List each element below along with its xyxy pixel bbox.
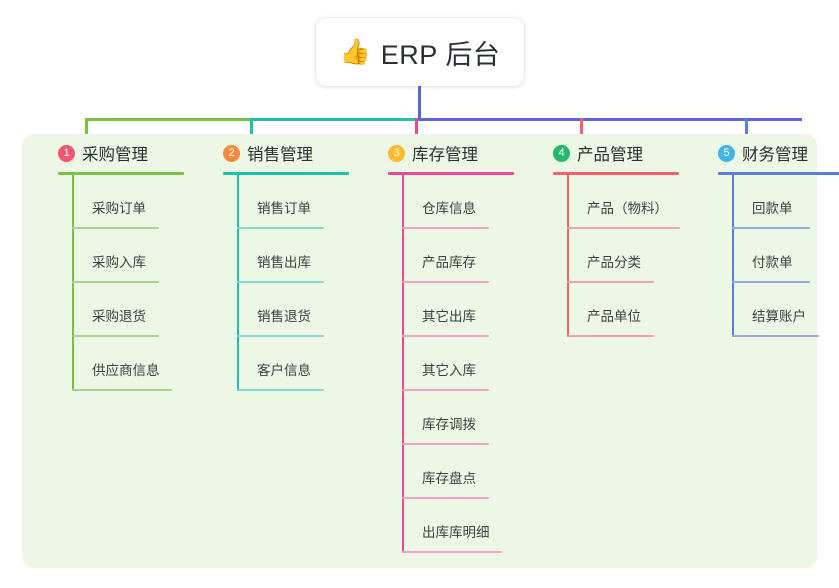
column-title-1: 采购管理	[82, 146, 148, 164]
list-item-label: 付款单	[752, 255, 793, 270]
list-item-label: 其它入库	[422, 363, 476, 378]
column-spine-3	[402, 175, 404, 553]
column-badge-5: 5	[718, 144, 735, 162]
list-item-label: 库存盘点	[422, 471, 476, 486]
column-badge-1: 1	[58, 144, 75, 162]
column-title-2: 销售管理	[247, 146, 313, 164]
list-item-label: 采购入库	[92, 255, 146, 270]
list-item-rule	[402, 497, 489, 499]
connector-drop-1	[85, 118, 88, 145]
list-item-label: 库存调拨	[422, 417, 476, 432]
column-header-4[interactable]: 4 产品管理	[535, 134, 643, 172]
list-item-rule	[237, 335, 324, 337]
column-header-rule-3	[388, 172, 514, 175]
list-item-rule	[567, 227, 680, 229]
list-item-label: 其它出库	[422, 309, 476, 324]
column-title-3: 库存管理	[412, 146, 478, 164]
column-header-rule-5	[718, 172, 839, 175]
thumbs-up-icon: 👍	[339, 37, 371, 66]
column-badge-4: 4	[553, 144, 570, 162]
connector-bar-segment-1	[85, 118, 252, 121]
list-item-rule	[567, 335, 654, 337]
list-item-rule	[732, 335, 819, 337]
list-item-rule	[237, 227, 324, 229]
list-item-rule	[402, 281, 489, 283]
list-item-rule	[732, 281, 810, 283]
list-item-label: 采购退货	[92, 309, 146, 324]
connector-drop-4	[580, 118, 583, 145]
list-item-label: 产品单位	[587, 309, 641, 324]
column-badge-2: 2	[223, 144, 240, 162]
column-5: 5 财务管理回款单付款单结算账户	[700, 134, 839, 337]
connector-drop-5	[745, 118, 748, 145]
column-2: 2 销售管理销售订单销售出库销售退货客户信息	[205, 134, 349, 391]
column-1: 1 采购管理采购订单采购入库采购退货供应商信息	[40, 134, 184, 391]
connector-bar-segment-3	[416, 118, 802, 121]
column-4: 4 产品管理产品（物料） 产品分类产品单位	[535, 134, 680, 337]
column-spine-4	[567, 175, 569, 337]
connector-drop-2	[250, 118, 253, 145]
list-item-label: 产品分类	[587, 255, 641, 270]
list-item-label: 供应商信息	[92, 363, 160, 378]
list-item-rule	[72, 281, 159, 283]
list-item-rule	[237, 389, 324, 391]
list-item-label: 回款单	[752, 201, 793, 216]
list-item-rule	[732, 227, 810, 229]
page-title: ERP 后台	[380, 39, 501, 70]
connector-drop-3	[415, 118, 418, 145]
column-header-5[interactable]: 5 财务管理	[700, 134, 808, 172]
list-item-label: 销售出库	[257, 255, 311, 270]
list-item-label: 结算账户	[752, 309, 806, 324]
list-item-label: 销售订单	[257, 201, 311, 216]
list-item-rule	[402, 389, 489, 391]
column-header-rule-1	[58, 172, 184, 175]
list-item-rule	[402, 443, 489, 445]
column-badge-3: 3	[388, 144, 405, 162]
list-item-rule	[402, 551, 502, 553]
list-item-label: 产品（物料）	[587, 201, 668, 216]
column-header-1[interactable]: 1 采购管理	[40, 134, 148, 172]
connector-trunk	[418, 86, 421, 121]
list-item-label: 销售退货	[257, 309, 311, 324]
list-item-rule	[402, 227, 489, 229]
list-item-rule	[72, 389, 172, 391]
list-item-label: 产品库存	[422, 255, 476, 270]
column-3: 3 库存管理仓库信息产品库存其它出库其它入库库存调拨库存盘点出库库明细	[370, 134, 514, 553]
list-item-rule	[72, 335, 159, 337]
connector-bar-segment-2	[250, 118, 418, 121]
list-item-rule	[567, 281, 654, 283]
root-title-card[interactable]: 👍 ERP 后台	[316, 18, 524, 86]
column-header-rule-2	[223, 172, 349, 175]
column-spine-1	[72, 175, 74, 391]
column-spine-2	[237, 175, 239, 391]
column-header-2[interactable]: 2 销售管理	[205, 134, 313, 172]
org-chart-panel: 1 采购管理采购订单采购入库采购退货供应商信息 2 销售管理销售订单销售出库销售退货客…	[22, 134, 839, 568]
column-title-5: 财务管理	[742, 146, 808, 164]
column-title-4: 产品管理	[577, 146, 643, 164]
column-header-3[interactable]: 3 库存管理	[370, 134, 478, 172]
list-item-rule	[402, 335, 489, 337]
list-item-label: 客户信息	[257, 363, 311, 378]
list-item-label: 采购订单	[92, 201, 146, 216]
list-item-rule	[72, 227, 159, 229]
list-item-rule	[237, 281, 324, 283]
column-header-rule-4	[553, 172, 679, 175]
list-item-label: 出库库明细	[422, 525, 490, 540]
list-item-label: 仓库信息	[422, 201, 476, 216]
column-spine-5	[732, 175, 734, 337]
